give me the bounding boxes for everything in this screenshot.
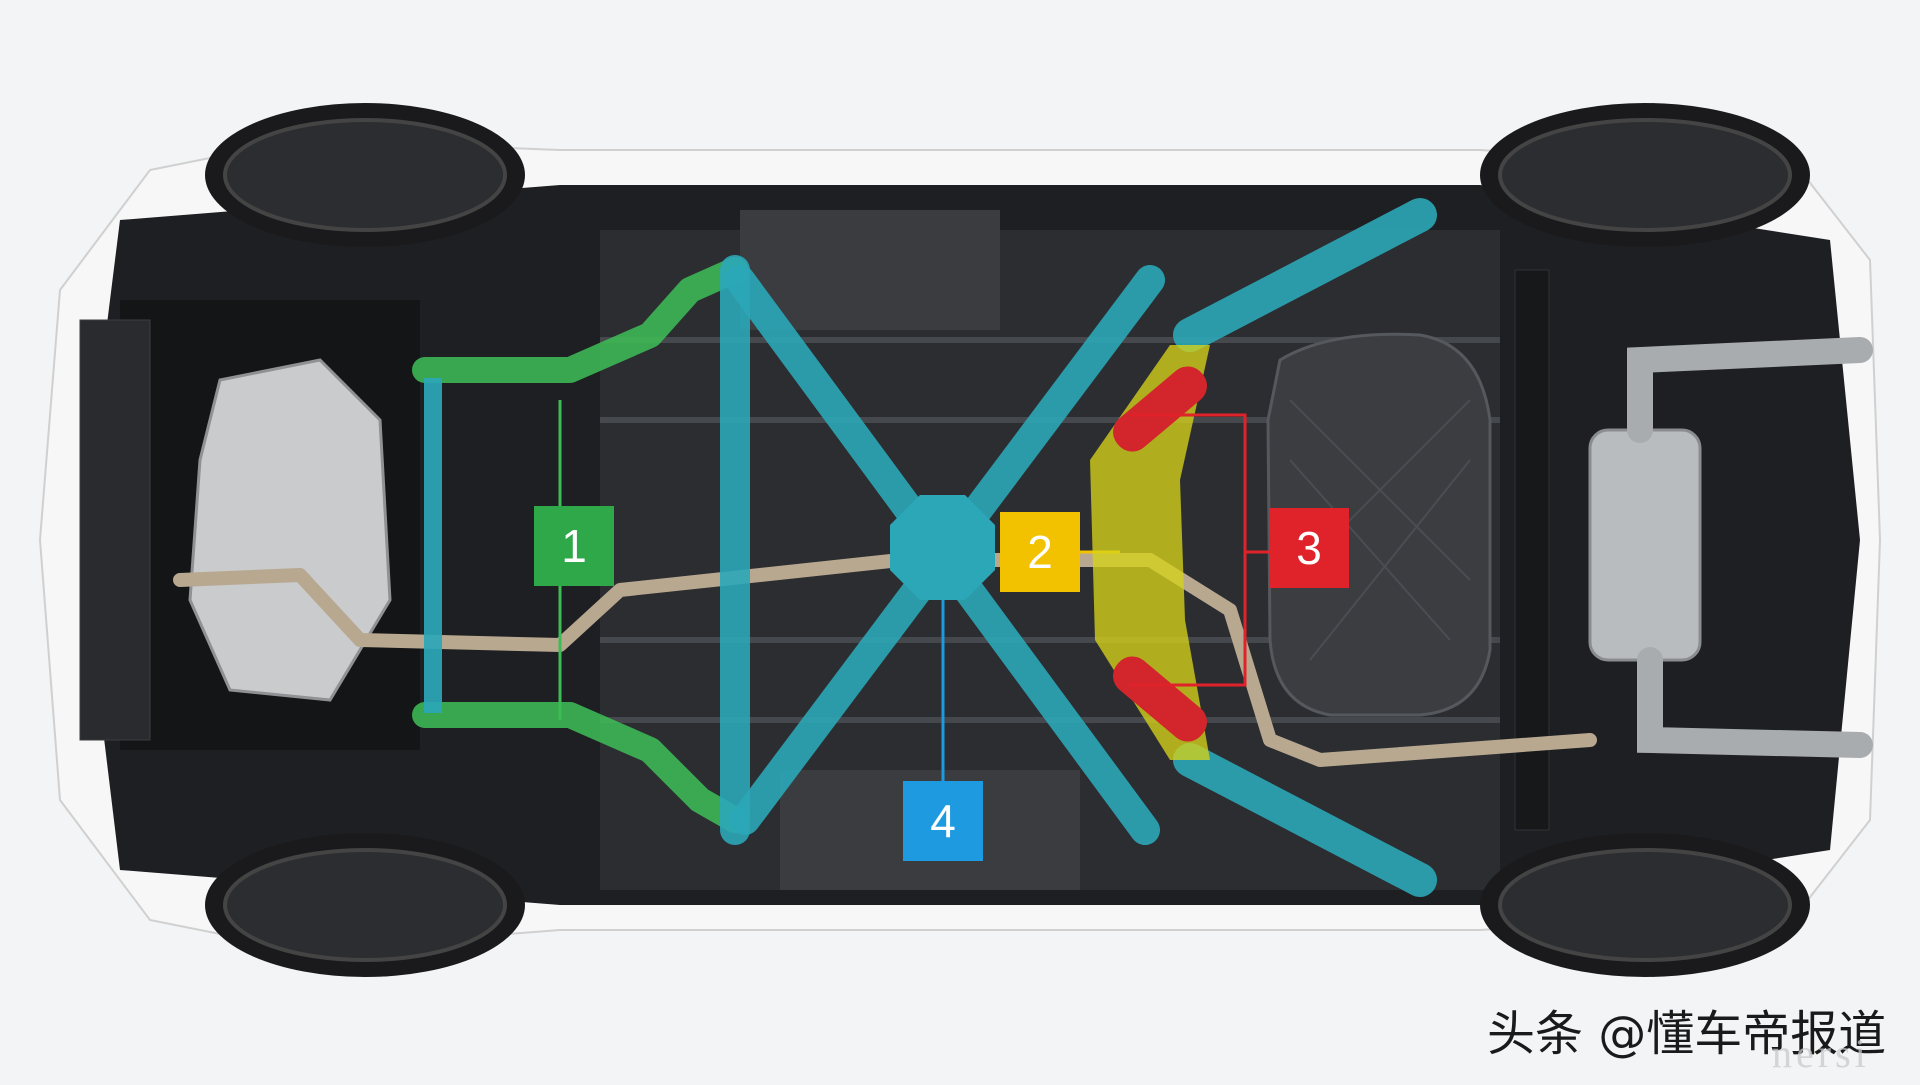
callout-3: 3 — [1269, 508, 1349, 588]
rear-crossmember — [1090, 345, 1210, 760]
watermark-faint: nersi — [1772, 1031, 1870, 1076]
front-subframe-side-bar — [424, 378, 442, 713]
watermark: 头条 @懂车帝报道 — [1487, 1006, 1887, 1062]
fuel-tank — [1266, 332, 1492, 717]
fuel-tank-texture — [1289, 399, 1471, 661]
front-right-wheel — [205, 833, 525, 977]
rear-left-wheel — [1480, 103, 1810, 247]
transmission-housing — [188, 358, 392, 702]
callout-1: 1 — [534, 506, 614, 586]
rear-right-wheel — [1480, 833, 1810, 977]
tailpipe-upper — [1627, 337, 1873, 443]
muffler — [1588, 428, 1702, 662]
front-left-wheel — [205, 103, 525, 247]
mount-pad-upper — [1113, 366, 1207, 452]
callout-4: 4 — [903, 781, 983, 861]
front-subframe-upper-arm — [412, 257, 748, 383]
callout-2: 2 — [1000, 512, 1080, 592]
callout-3-bracket — [1130, 413, 1269, 687]
mount-pad-lower — [1113, 656, 1207, 742]
front-subframe-lower-arm — [412, 702, 748, 833]
tailpipe-lower — [1637, 647, 1873, 758]
front-floor-panel — [740, 210, 1000, 330]
x-brace-center-hub — [890, 495, 995, 600]
front-bumper-grille — [79, 319, 151, 741]
